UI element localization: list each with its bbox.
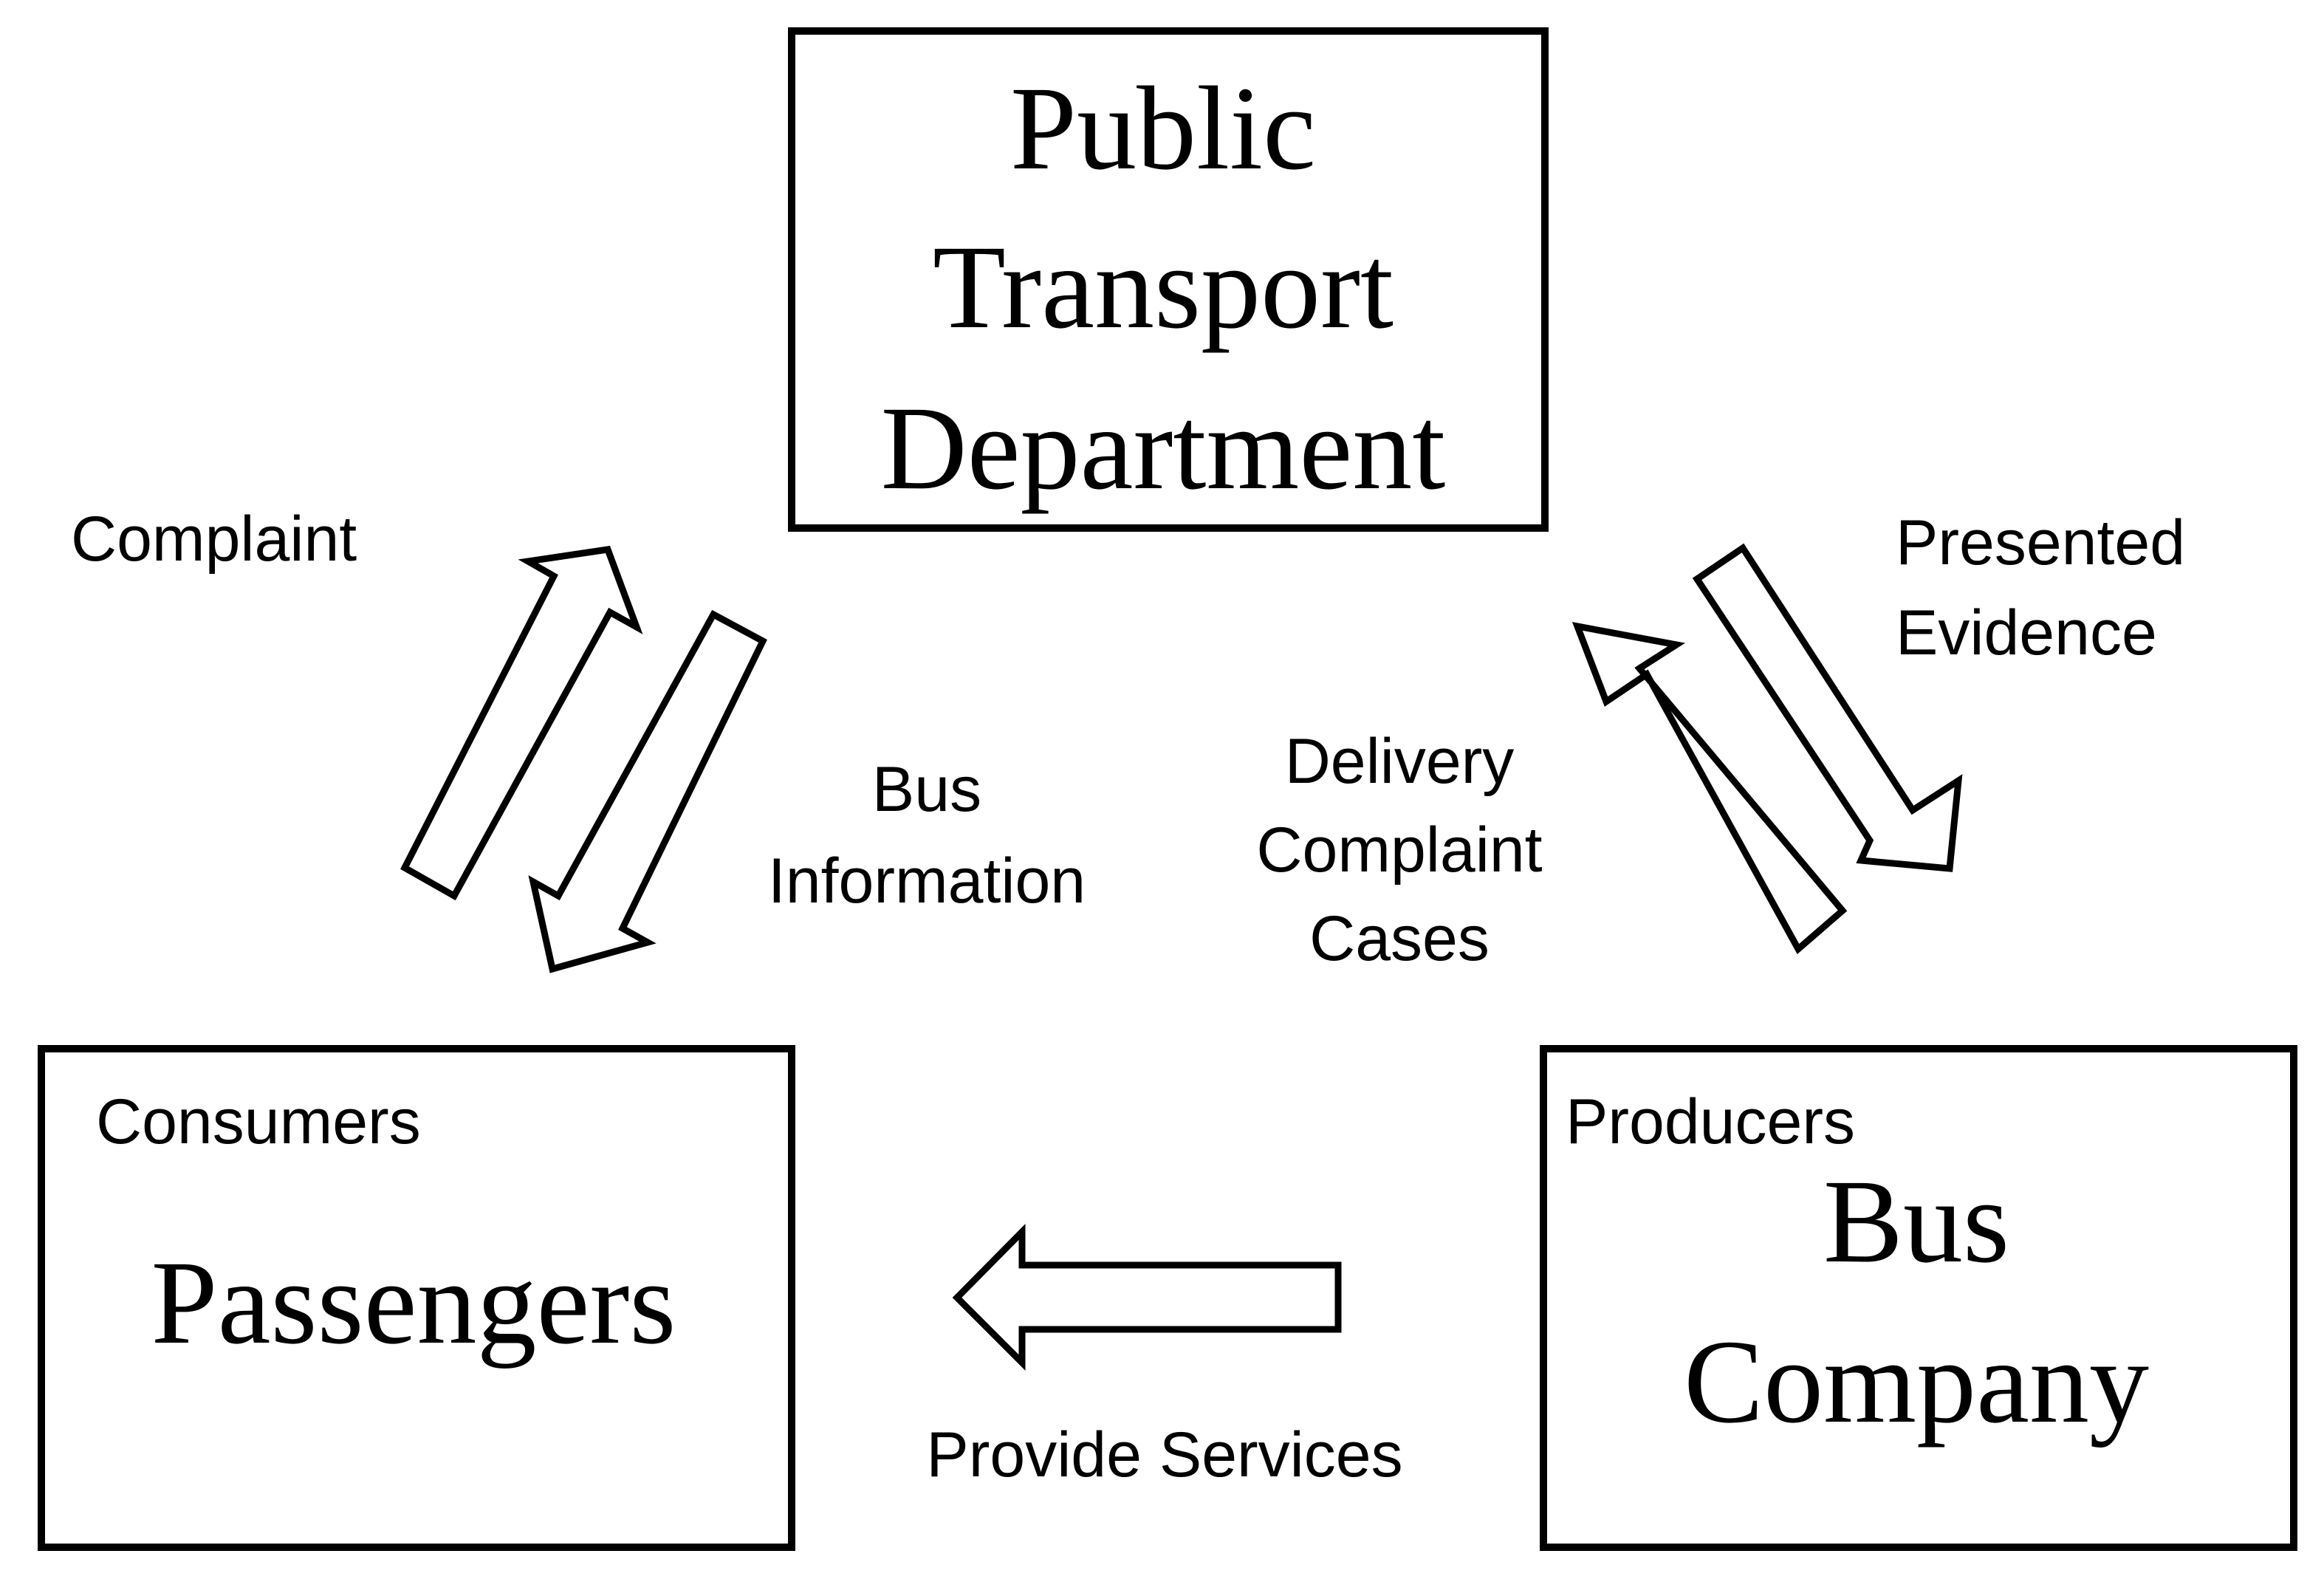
delivery-complaint-cases-label-line-1: Delivery: [1285, 726, 1515, 797]
complaint-arrow: [400, 546, 643, 901]
bus-information-arrow: [528, 609, 767, 973]
node-passengers: Consumers Passengers: [38, 1045, 795, 1551]
complaint-label: Complaint: [71, 504, 357, 575]
presented-evidence-arrow: [1692, 543, 1963, 872]
passengers-box: [38, 1045, 795, 1551]
bus-company-box: [1540, 1045, 2297, 1551]
delivery-complaint-cases-arrow: [1571, 622, 1848, 955]
bus-information-label-line-1: Bus: [872, 754, 981, 825]
bus-information-label-line-2: Information: [768, 846, 1086, 917]
bus-company-role-label: Producers: [1566, 1086, 1855, 1157]
provide-services-arrow: [952, 1224, 1342, 1371]
presented-evidence-label-line-2: Evidence: [1896, 597, 2157, 668]
provide-services-label: Provide Services: [926, 1419, 1402, 1490]
node-bus-company: Producers Bus Company: [1540, 1045, 2297, 1551]
passengers-role-label: Consumers: [96, 1086, 421, 1157]
node-public-transport-department: Public Transport Department: [788, 27, 1549, 532]
delivery-complaint-cases-label-line-3: Cases: [1309, 903, 1490, 974]
bus-company-title-line-2: Company: [1684, 1316, 2149, 1448]
department-title-line-3: Department: [881, 383, 1446, 515]
presented-evidence-label-line-1: Presented: [1896, 507, 2185, 578]
bus-company-title-line-1: Bus: [1823, 1156, 2009, 1288]
passengers-title: Passengers: [151, 1237, 676, 1369]
delivery-complaint-cases-label-line-2: Complaint: [1256, 815, 1542, 886]
department-box: [788, 27, 1549, 532]
department-title-line-2: Transport: [933, 222, 1394, 354]
department-title-line-1: Public: [1010, 63, 1316, 195]
